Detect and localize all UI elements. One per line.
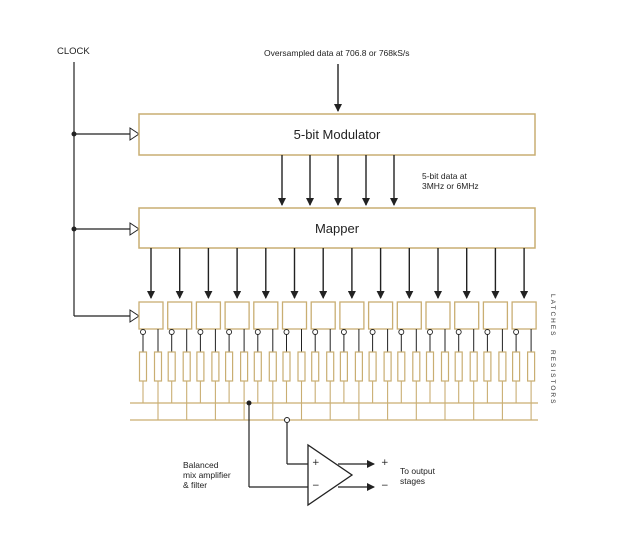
clock-line: [73, 62, 130, 317]
latches-label: LATCHES: [549, 294, 556, 338]
modulator-box: [138, 113, 536, 156]
resistor: [454, 351, 463, 382]
latch-cell: [367, 301, 394, 330]
latch-output-inverted: [455, 329, 462, 335]
resistor: [297, 351, 306, 382]
latch-cell: [310, 301, 336, 330]
latch-cell: [339, 301, 365, 330]
resistor: [311, 351, 320, 382]
latch-output-inverted: [427, 329, 433, 335]
amp-junctions: [246, 400, 290, 423]
latch-array: [138, 301, 537, 352]
amp-wiring: [248, 403, 308, 488]
resistor: [483, 351, 492, 382]
latch-output-inverted: [398, 329, 405, 335]
output-label-2: stages: [400, 476, 426, 486]
latch-output-inverted: [254, 329, 261, 335]
amp-outputs: [338, 460, 375, 491]
latch-output-inverted: [484, 329, 491, 335]
resistor: [498, 351, 507, 382]
latch-cell: [511, 301, 537, 330]
amp-plus-out: +: [381, 458, 389, 468]
latch-cell: [396, 301, 422, 330]
resistor: [425, 351, 435, 382]
latch-output-inverted: [226, 329, 233, 335]
amp-label-3: & filter: [183, 480, 208, 490]
latch-cell: [253, 301, 279, 330]
resistor: [153, 351, 163, 382]
resistor: [196, 351, 205, 382]
latch-output-inverted: [283, 329, 290, 335]
mapper-box: [138, 207, 536, 249]
latch-output-inverted: [312, 329, 319, 335]
resistor: [253, 351, 262, 382]
latch-output-inverted: [369, 329, 376, 335]
amp-minus-in: −: [312, 481, 320, 491]
resistor: [412, 351, 421, 382]
resistor-array: [138, 351, 536, 420]
latch-cell: [482, 301, 509, 330]
resistor: [182, 351, 191, 382]
amp-label-2: mix amplifier: [183, 470, 231, 480]
modulator-title: 5-bit Modulator: [293, 127, 381, 142]
resistor: [268, 351, 277, 382]
amp-label-1: Balanced: [183, 460, 219, 470]
resistor: [368, 351, 377, 382]
mapper-output-arrows: [147, 248, 529, 299]
latch-output-inverted: [168, 329, 175, 335]
resistor: [440, 351, 450, 382]
resistor: [354, 351, 363, 382]
resistor: [211, 351, 220, 382]
latch-cell: [195, 301, 222, 330]
resistor: [225, 351, 234, 382]
resistor: [339, 351, 348, 382]
amp-minus-out: −: [381, 481, 389, 491]
latch-output-inverted: [140, 329, 146, 335]
resistor: [167, 351, 176, 382]
resistor: [383, 351, 392, 382]
resistor: [240, 351, 249, 382]
clock-label: CLOCK: [57, 46, 90, 57]
resistor: [326, 351, 335, 382]
output-label-1: To output: [400, 466, 435, 476]
resistor: [397, 351, 406, 382]
data-rate-label-2: 3MHz or 6MHz: [422, 181, 479, 191]
summing-buses: [130, 402, 538, 421]
latch-cell: [167, 301, 193, 330]
latch-cell: [224, 301, 250, 330]
clock-junctions: [71, 131, 77, 232]
latch-output-inverted: [513, 329, 520, 335]
modulator-output-arrows: [278, 155, 398, 206]
clock-input-triangles: [129, 127, 140, 323]
resistor: [138, 351, 148, 382]
latch-cell: [281, 301, 308, 330]
resistor: [526, 351, 536, 382]
resistors-label: RESISTORS: [549, 350, 556, 406]
amp-plus-in: +: [312, 458, 320, 468]
latch-cell: [454, 301, 480, 330]
data-rate-label-1: 5-bit data at: [422, 171, 467, 181]
input-data-label: Oversampled data at 706.8 or 768kS/s: [264, 48, 410, 58]
resistor: [469, 351, 478, 382]
latch-output-inverted: [197, 329, 204, 335]
latch-cell: [138, 301, 164, 330]
latch-output-inverted: [340, 329, 347, 335]
latch-cell: [425, 301, 451, 330]
resistor: [282, 351, 291, 382]
resistor: [511, 351, 521, 382]
amplifier-triangle: [307, 443, 354, 507]
mapper-title: Mapper: [314, 221, 360, 236]
